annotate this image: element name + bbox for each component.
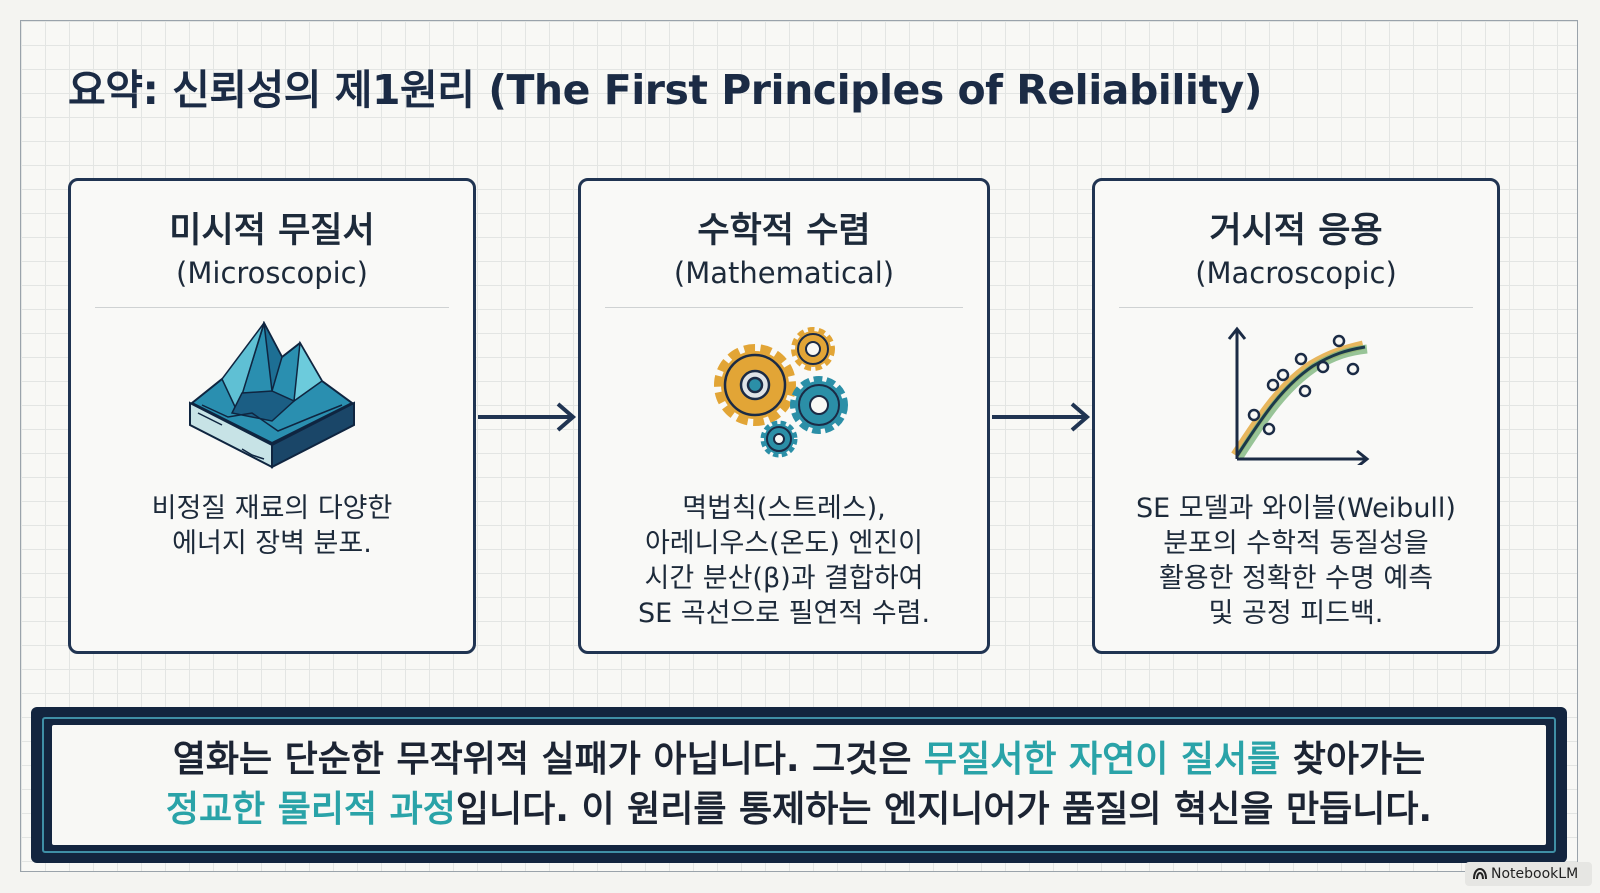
- card-subtitle: (Mathematical): [673, 256, 895, 290]
- card-divider: [605, 307, 963, 308]
- description-line: 비정질 재료의 다양한: [151, 493, 393, 524]
- card-divider: [95, 307, 449, 308]
- card-subtitle: (Microscopic): [176, 256, 368, 290]
- description-line: 아레니우스(온도) 엔진이: [644, 528, 924, 559]
- summary-banner-panel: [52, 725, 1546, 845]
- description-line: 활용한 정확한 수명 예측: [1158, 563, 1434, 594]
- card-microscopic: 미시적 무질서 (Microscopic) 비정질 재료의 다양한 에너지 장벽…: [68, 178, 476, 654]
- banner-highlight: 정교한 물리적 과정: [165, 789, 456, 830]
- banner-highlight: 무질서한 자연이 질서를: [923, 739, 1281, 780]
- banner-text-segment: 입니다. 이 원리를 통제하는 엔지니어가 품질의 혁신을 만듭니다.: [455, 789, 1433, 830]
- card-description: 비정질 재료의 다양한 에너지 장벽 분포.: [71, 491, 473, 561]
- flow-arrow-1: [478, 400, 578, 438]
- description-line: 분포의 수학적 동질성을: [1163, 528, 1429, 559]
- card-subtitle: (Macroscopic): [1195, 256, 1397, 290]
- summary-banner-text: 열화는 단순한 무작위적 실패가 아닙니다. 그것은 무질서한 자연이 질서를 …: [52, 735, 1546, 835]
- notebooklm-badge[interactable]: NotebookLM: [1465, 862, 1592, 886]
- card-title: 수학적 수렴: [697, 211, 871, 251]
- card-description: 멱법칙(스트레스), 아레니우스(온도) 엔진이 시간 분산(β)과 결합하여 …: [581, 491, 987, 631]
- card-description: SE 모델과 와이블(Weibull) 분포의 수학적 동질성을 활용한 정확한…: [1095, 491, 1497, 631]
- card-divider: [1119, 307, 1473, 308]
- card-title: 미시적 무질서: [169, 211, 375, 251]
- badge-label: NotebookLM: [1491, 866, 1579, 882]
- description-line: SE 곡선으로 필연적 수렴.: [637, 598, 931, 629]
- description-line: 시간 분산(β)과 결합하여: [644, 563, 924, 594]
- gears-icon: [709, 325, 859, 465]
- banner-line-2: 정교한 물리적 과정입니다. 이 원리를 통제하는 엔지니어가 품질의 혁신을 …: [52, 785, 1546, 835]
- banner-text-segment: 열화는 단순한 무작위적 실패가 아닙니다. 그것은: [172, 739, 924, 780]
- notebooklm-logo-icon: [1473, 868, 1487, 880]
- page-title: 요약: 신뢰성의 제1원리 (The First Principles of R…: [68, 66, 1263, 114]
- curve-fit-chart-icon: [1221, 325, 1371, 469]
- terrain-icon: [182, 320, 362, 475]
- flow-arrow-2: [992, 400, 1092, 438]
- description-line: SE 모델과 와이블(Weibull): [1136, 493, 1456, 524]
- description-line: 멱법칙(스트레스),: [682, 493, 886, 524]
- description-line: 에너지 장벽 분포.: [172, 528, 372, 559]
- card-macroscopic: 거시적 응용 (Macroscopic) SE: [1092, 178, 1500, 654]
- summary-banner-border: [42, 717, 1556, 853]
- banner-line-1: 열화는 단순한 무작위적 실패가 아닙니다. 그것은 무질서한 자연이 질서를 …: [52, 735, 1546, 785]
- description-line: 및 공정 피드백.: [1208, 598, 1384, 629]
- banner-text-segment: 찾아가는: [1280, 739, 1426, 780]
- card-mathematical: 수학적 수렴 (Mathematical): [578, 178, 990, 654]
- card-title: 거시적 응용: [1209, 211, 1383, 251]
